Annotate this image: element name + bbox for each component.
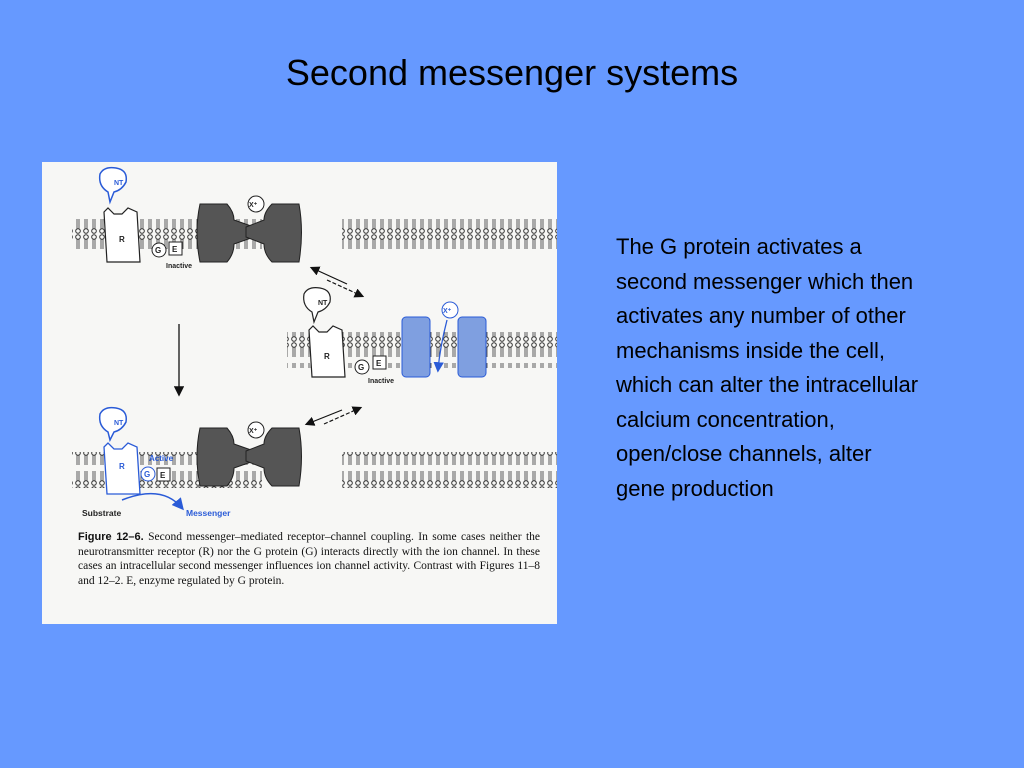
channel-left-blue	[401, 316, 431, 378]
enzyme-label: E	[376, 359, 382, 368]
equilibrium-arrow	[326, 279, 365, 298]
g-protein-label: G	[358, 363, 364, 372]
ion-flow-arrow	[433, 319, 448, 373]
enzyme-icon	[372, 355, 387, 370]
figure-panel: NT R G E X⁺ Inactive NT R G E X⁺ Inactiv…	[42, 162, 557, 624]
ion-label: X⁺	[443, 308, 452, 315]
slide-title: Second messenger systems	[285, 52, 739, 93]
g-protein-icon	[151, 242, 167, 258]
inactive-label-top: Inactive	[166, 263, 192, 270]
receptor-label: R	[119, 462, 125, 471]
receptor-shape	[103, 442, 141, 495]
channel-left-gray	[196, 427, 255, 487]
membrane-bottom-right	[342, 452, 557, 488]
second-messenger-diagram: NT R G E X⁺ Inactive NT R G E X⁺ Inactiv…	[72, 166, 557, 518]
ion-icon	[441, 301, 459, 319]
equilibrium-arrow	[323, 406, 363, 425]
nt-label: NT	[318, 300, 328, 307]
nt-label: NT	[114, 420, 124, 427]
enzyme-label: E	[160, 471, 166, 480]
ion-label: X⁺	[249, 428, 258, 435]
g-protein-icon	[354, 359, 370, 375]
ion-icon	[247, 421, 265, 439]
g-protein-icon	[140, 466, 156, 482]
channel-right-gray	[245, 203, 302, 263]
nt-icon	[98, 166, 128, 205]
equilibrium-arrow	[304, 409, 343, 426]
membrane-top-right	[342, 214, 557, 250]
caption-label: Figure 12–6.	[78, 531, 144, 543]
substrate-label: Substrate	[82, 508, 121, 518]
enzyme-icon	[156, 467, 171, 482]
nt-icon	[303, 287, 331, 325]
channel-right-gray	[245, 427, 302, 487]
panel-middle-inactive	[287, 266, 557, 378]
nt-label: NT	[114, 180, 124, 187]
receptor-shape	[103, 207, 141, 263]
explanation-text: The G protein activates a second messeng…	[616, 234, 919, 501]
panel-top-inactive	[72, 166, 557, 263]
enzyme-icon	[168, 241, 183, 256]
g-protein-label: G	[155, 246, 161, 255]
panel-bottom-active	[72, 406, 557, 511]
nt-icon	[98, 406, 128, 443]
channel-right-blue	[457, 316, 487, 378]
figure-caption: Figure 12–6. Second messenger–mediated r…	[78, 530, 540, 588]
ion-label: X⁺	[249, 202, 258, 209]
inactive-label-middle: Inactive	[368, 378, 394, 385]
channel-left-gray	[196, 203, 255, 263]
ion-icon	[247, 195, 265, 213]
enzyme-label: E	[172, 245, 178, 254]
g-protein-label: G	[144, 470, 150, 479]
receptor-label: R	[324, 352, 330, 361]
active-label: Active	[149, 454, 174, 463]
equilibrium-arrow	[309, 266, 348, 285]
messenger-arrow	[121, 492, 184, 511]
receptor-label: R	[119, 235, 125, 244]
receptor-shape	[308, 325, 346, 378]
caption-text: Second messenger–mediated receptor–chann…	[78, 531, 540, 587]
messenger-label: Messenger	[186, 508, 231, 518]
